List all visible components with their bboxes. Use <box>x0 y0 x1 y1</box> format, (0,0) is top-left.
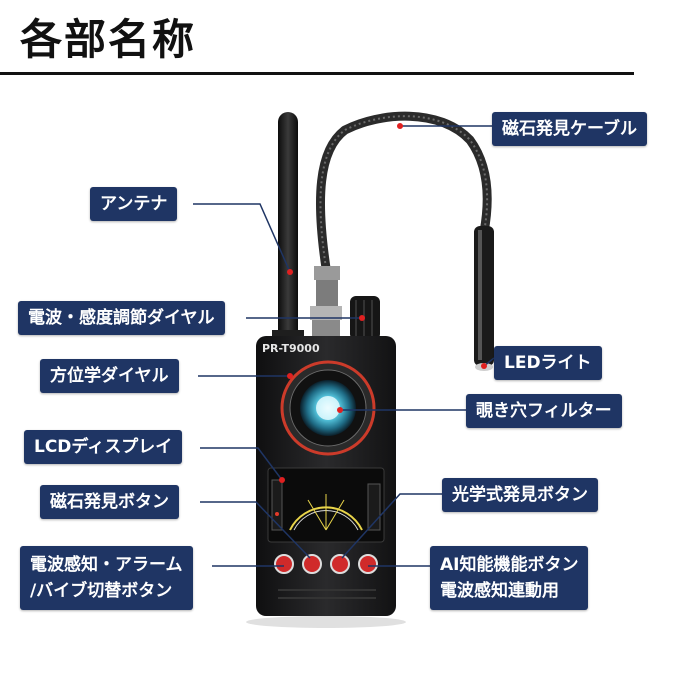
label-led-light: LEDライト <box>494 346 602 380</box>
magnet-detect-button <box>302 554 322 574</box>
label-peep-filter: 覗き穴フィルター <box>466 394 622 428</box>
magnet-probe <box>474 226 494 366</box>
label-antenna: アンテナ <box>90 187 178 221</box>
label-alarm-switch: 電波感知・アラーム /バイブ切替ボタン <box>20 546 193 610</box>
magnet-cable <box>316 111 492 273</box>
label-ai-button: AI知能機能ボタン 電波感知連動用 <box>430 546 589 610</box>
label-ai-button-line1: AI知能機能ボタン <box>440 555 579 575</box>
antenna <box>278 112 298 342</box>
label-alarm-switch-line1: 電波感知・アラーム <box>30 555 183 575</box>
label-ai-button-line2: 電波感知連動用 <box>440 581 559 601</box>
label-optical-button: 光学式発見ボタン <box>442 478 598 512</box>
optical-detect-button <box>330 554 350 574</box>
label-direction-dial: 方位学ダイヤル <box>40 359 179 393</box>
label-magnet-button: 磁石発見ボタン <box>40 485 179 519</box>
model-label: PR-T9000 <box>262 342 320 355</box>
title-underline <box>0 72 634 75</box>
alarm-switch-button <box>274 554 294 574</box>
label-sensitivity-dial: 電波・感度調節ダイヤル <box>18 301 225 335</box>
ai-function-button <box>358 554 378 574</box>
label-magnet-cable: 磁石発見ケーブル <box>492 112 647 146</box>
label-lcd-display: LCDディスプレイ <box>24 430 183 464</box>
page-title: 各部名称 <box>20 15 197 64</box>
label-alarm-switch-line2: /バイブ切替ボタン <box>30 581 173 601</box>
